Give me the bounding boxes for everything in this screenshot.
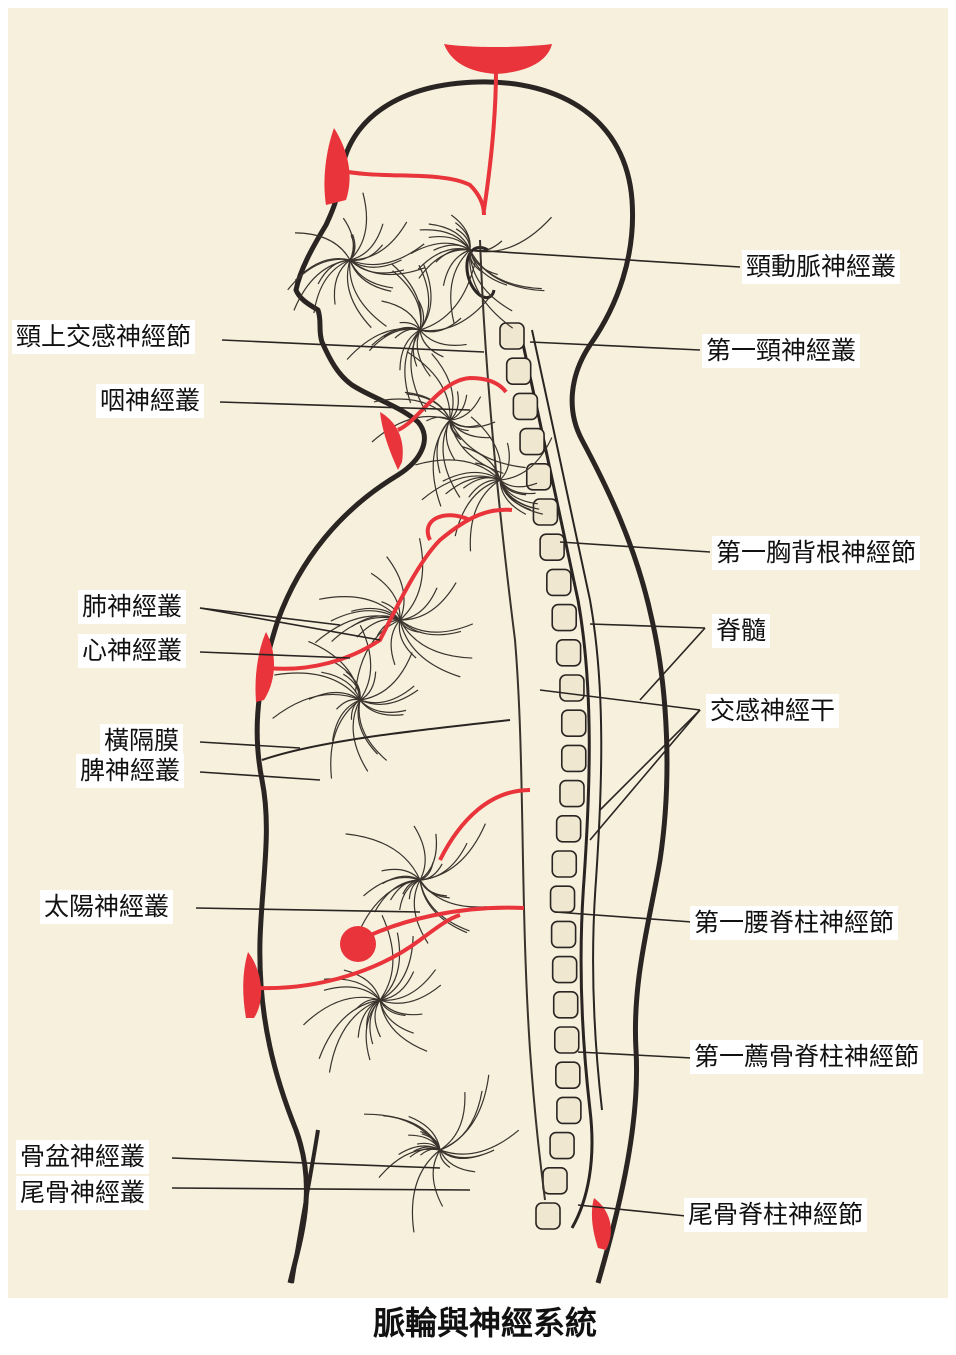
vertebra xyxy=(550,1133,574,1159)
label-solar-plexus: 太陽神經叢 xyxy=(40,890,173,924)
label-spinal-cord: 脊髓 xyxy=(712,614,770,648)
vertebra xyxy=(520,429,544,455)
label-carotid-plexus: 頸動脈神經叢 xyxy=(742,250,900,284)
vertebra xyxy=(507,358,531,384)
label-first-sacral-ganglion: 第一薦骨脊柱神經節 xyxy=(690,1040,923,1074)
vertebra xyxy=(552,851,576,877)
vertebra xyxy=(556,1062,580,1088)
vertebra xyxy=(557,816,581,842)
vertebra xyxy=(557,640,581,666)
vertebra xyxy=(536,1203,560,1229)
vertebra xyxy=(547,569,571,595)
vertebra xyxy=(513,393,537,419)
vertebra xyxy=(557,1097,581,1123)
label-sympathetic-trunk: 交感神經干 xyxy=(706,694,839,728)
vertebra xyxy=(533,499,557,525)
label-first-thoracic-ganglion: 第一胸背根神經節 xyxy=(712,536,920,570)
label-pelvic-plexus: 骨盆神經叢 xyxy=(16,1140,149,1174)
label-coccygeal-plexus: 尾骨神經叢 xyxy=(16,1176,149,1210)
vertebra xyxy=(553,957,577,983)
diagram-title: 脈輪與神經系統 xyxy=(260,1300,710,1346)
label-coccygeal-ganglion: 尾骨脊柱神經節 xyxy=(684,1198,867,1232)
vertebra xyxy=(551,886,575,912)
label-first-lumbar-ganglion: 第一腰脊柱神經節 xyxy=(690,906,898,940)
label-cardiac-plexus: 心神經叢 xyxy=(78,634,186,668)
vertebra xyxy=(543,1168,567,1194)
vertebra xyxy=(555,1027,579,1053)
vertebra xyxy=(554,992,578,1018)
vertebra xyxy=(562,745,586,771)
vertebra xyxy=(552,921,576,947)
vertebra xyxy=(552,605,576,631)
label-splenic-plexus: 脾神經叢 xyxy=(76,754,184,788)
solar-plexus-chakra xyxy=(340,926,376,962)
vertebra xyxy=(560,675,584,701)
label-diaphragm: 橫隔膜 xyxy=(100,724,183,758)
vertebra xyxy=(560,781,584,807)
vertebra xyxy=(562,710,586,736)
label-pharyngeal-plexus: 咽神經叢 xyxy=(96,384,204,418)
label-first-cervical-plexus: 第一頸神經叢 xyxy=(702,334,860,368)
label-superior-cervical-ganglion: 頸上交感神經節 xyxy=(12,320,195,354)
label-pulmonary-plexus: 肺神經叢 xyxy=(78,590,186,624)
vertebra xyxy=(540,534,564,560)
